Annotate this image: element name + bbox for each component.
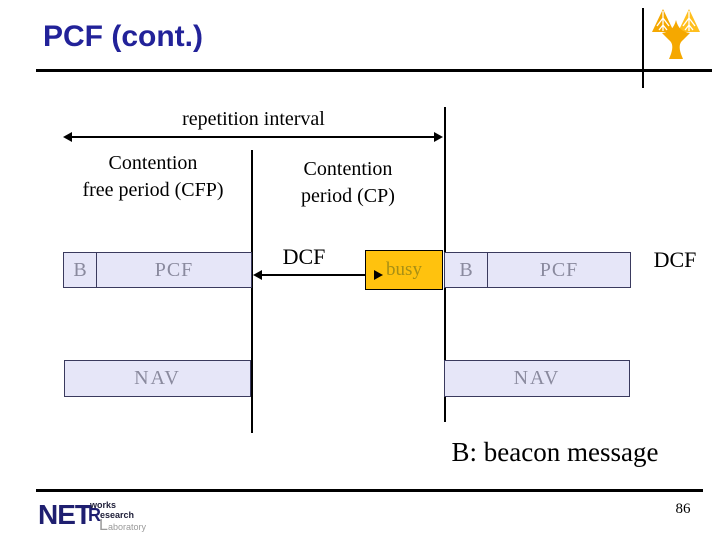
beacon-note: B: beacon message bbox=[451, 437, 659, 467]
cfp-label: Contention free period (CFP) bbox=[58, 150, 248, 204]
slide-title: PCF (cont.) bbox=[43, 20, 203, 53]
nav-bar-left: NAV bbox=[64, 360, 251, 397]
cfp-frame-box: B PCF bbox=[63, 252, 252, 288]
beacon-cell: B bbox=[64, 253, 97, 287]
cfp-label-line1: Contention bbox=[108, 152, 198, 174]
cfp-cp-divider-line bbox=[251, 150, 253, 433]
dcf-left-label: DCF bbox=[282, 244, 326, 269]
cp-label-line2: period (CP) bbox=[301, 185, 395, 207]
university-tree-logo-icon bbox=[650, 6, 702, 64]
page-number: 86 bbox=[675, 501, 691, 517]
nav-bar-right: NAV bbox=[444, 360, 630, 397]
repetition-interval-label: repetition interval bbox=[182, 108, 325, 130]
netr-logo-works-text: works bbox=[90, 500, 117, 510]
cfp-label-line2: free period (CFP) bbox=[82, 179, 224, 201]
netr-logo-r-text: R bbox=[88, 505, 101, 525]
dcf-right-label: DCF bbox=[653, 247, 697, 272]
netr-lab-logo: NET works R esearch L aboratory bbox=[38, 499, 148, 537]
repetition-arrow-shaft bbox=[66, 136, 440, 138]
title-underline bbox=[36, 69, 712, 72]
pcf-cell: PCF bbox=[539, 258, 579, 281]
dcf-arrow-left-head-icon bbox=[253, 270, 262, 280]
pcf-cell: PCF bbox=[154, 258, 194, 281]
repetition-arrow-right-head-icon bbox=[434, 132, 443, 142]
cp-label-line1: Contention bbox=[303, 158, 393, 180]
repetition-arrow-left-head-icon bbox=[63, 132, 72, 142]
dcf-arrow-shaft bbox=[256, 274, 375, 276]
netr-logo-big-text: NET bbox=[38, 499, 92, 530]
netr-logo-aboratory-text: aboratory bbox=[108, 522, 147, 532]
netr-logo-esearch-text: esearch bbox=[100, 510, 135, 520]
netr-logo-l-text: L bbox=[99, 517, 108, 534]
busy-box: busy bbox=[365, 250, 443, 290]
dcf-arrow-right-head-icon bbox=[374, 270, 383, 280]
header-vertical-divider bbox=[642, 8, 644, 88]
footer-divider bbox=[36, 489, 703, 492]
cp-label: Contention period (CP) bbox=[255, 156, 441, 210]
beacon-cell: B bbox=[445, 253, 488, 287]
next-cfp-frame-box: B PCF bbox=[444, 252, 631, 288]
